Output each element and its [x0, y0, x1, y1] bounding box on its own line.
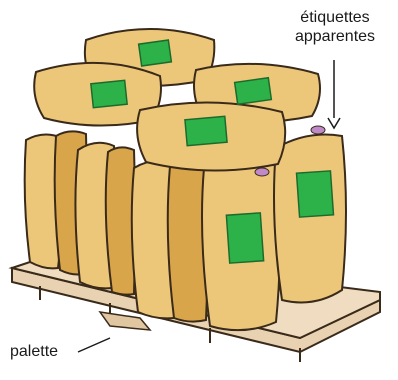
green-label-2: [91, 80, 127, 107]
visible-labels-caption: étiquettes apparentes: [276, 8, 394, 46]
visible-labels-line2: apparentes: [276, 27, 394, 46]
bag-left-4: [106, 147, 135, 294]
green-label-1: [139, 40, 172, 66]
green-label-4: [185, 116, 227, 145]
bag-right: [274, 135, 346, 303]
pink-tag-1: [255, 168, 269, 176]
pink-tag-2: [311, 126, 325, 134]
labels-leader-arrow: [328, 118, 340, 128]
green-label-6: [297, 171, 334, 217]
pallet-caption: palette: [10, 342, 58, 361]
green-label-5: [226, 213, 263, 263]
visible-labels-line1: étiquettes: [276, 8, 394, 27]
pallet-leader-line: [78, 338, 110, 352]
green-label-3: [235, 78, 272, 105]
